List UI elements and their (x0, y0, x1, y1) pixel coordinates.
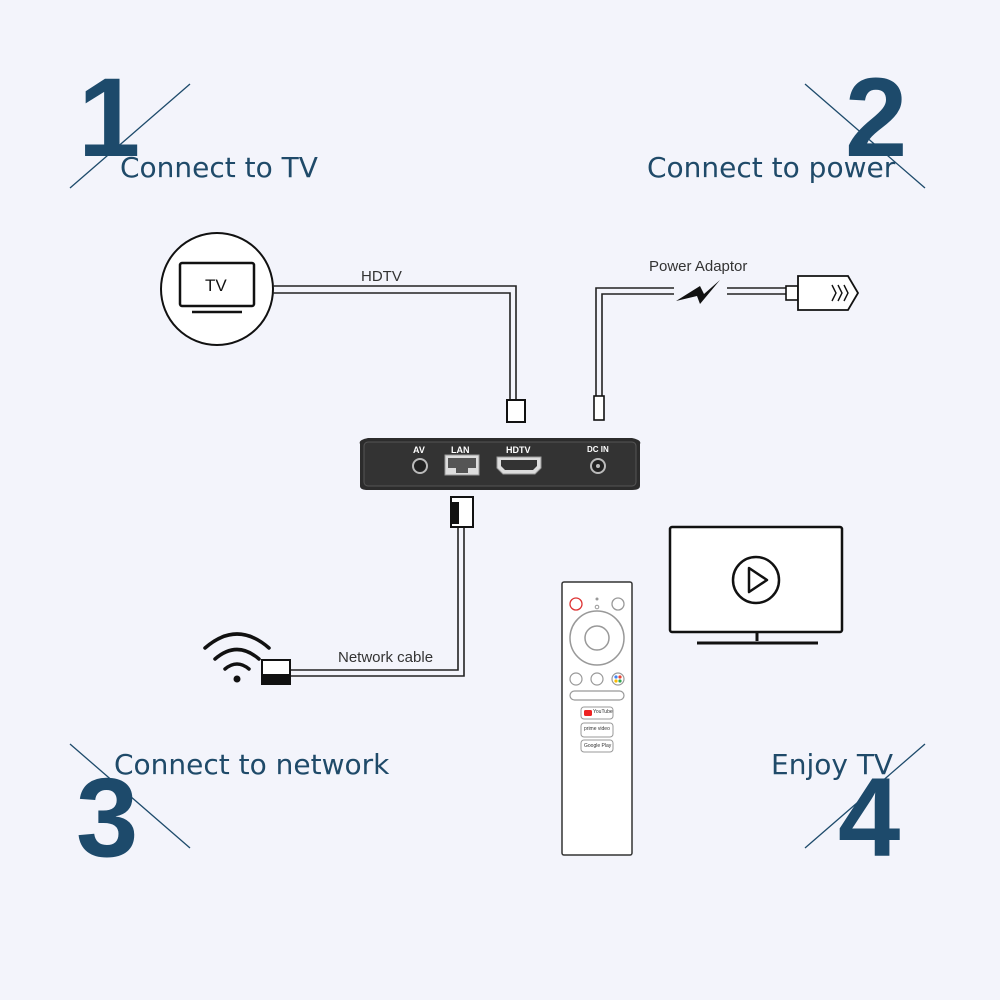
hdtv-cable-label: HDTV (361, 268, 402, 285)
step-2-title: Connect to power (647, 151, 896, 184)
network-cable-label: Network cable (338, 649, 434, 666)
power-cable (595, 287, 786, 396)
step-2-number: 2 (845, 55, 908, 180)
step1-slash (69, 83, 191, 189)
step2-slash (804, 83, 926, 189)
remote-control (561, 581, 633, 856)
network-cable (290, 526, 465, 677)
home-icon (590, 672, 604, 686)
plug-icon (785, 275, 860, 311)
port-label-av: AV (413, 445, 425, 455)
port-label-hdtv: HDTV (506, 445, 531, 455)
step-3-number: 3 (76, 755, 139, 880)
lightning-icon (676, 280, 720, 304)
tv-monitor-icon (668, 525, 844, 645)
power-adaptor-label: Power Adaptor (649, 258, 748, 275)
back-icon (569, 672, 583, 686)
google-play-button (580, 739, 614, 753)
hdtv-cable (273, 285, 517, 400)
volume-rocker (569, 690, 625, 701)
port-label-dc-in: DC IN (587, 445, 609, 454)
mute-icon (611, 597, 625, 611)
step-4-number: 4 (838, 755, 901, 880)
step-4-title: Enjoy TV (771, 748, 894, 781)
remote-prime-label: prime video (584, 726, 610, 732)
play-icon (731, 555, 781, 605)
set-top-box (359, 438, 641, 490)
tv-icon-label: TV (205, 276, 227, 295)
power-plug-tip (593, 395, 605, 421)
assistant-icon (611, 672, 625, 686)
remote-google-play-label: Google Play (584, 743, 612, 749)
tv-circle-icon (160, 232, 274, 346)
power-icon (569, 597, 583, 611)
av-port (412, 458, 428, 474)
wifi-icon (203, 632, 271, 671)
network-plug-top (450, 496, 474, 528)
hdtv-plug (506, 399, 526, 423)
port-label-lan: LAN (451, 445, 470, 455)
step-1-title: Connect to TV (120, 151, 318, 184)
step3-slash (69, 743, 191, 849)
step-1-number: 1 (78, 55, 141, 180)
remote-youtube-label: YouTube (593, 709, 613, 715)
hdtv-port (496, 456, 542, 475)
step4-slash (804, 743, 926, 849)
network-plug-left (261, 659, 291, 685)
ok-button (584, 625, 610, 651)
lan-port (444, 454, 480, 476)
dpad (569, 610, 625, 666)
step-3-title: Connect to network (114, 748, 390, 781)
prime-button (580, 722, 614, 738)
